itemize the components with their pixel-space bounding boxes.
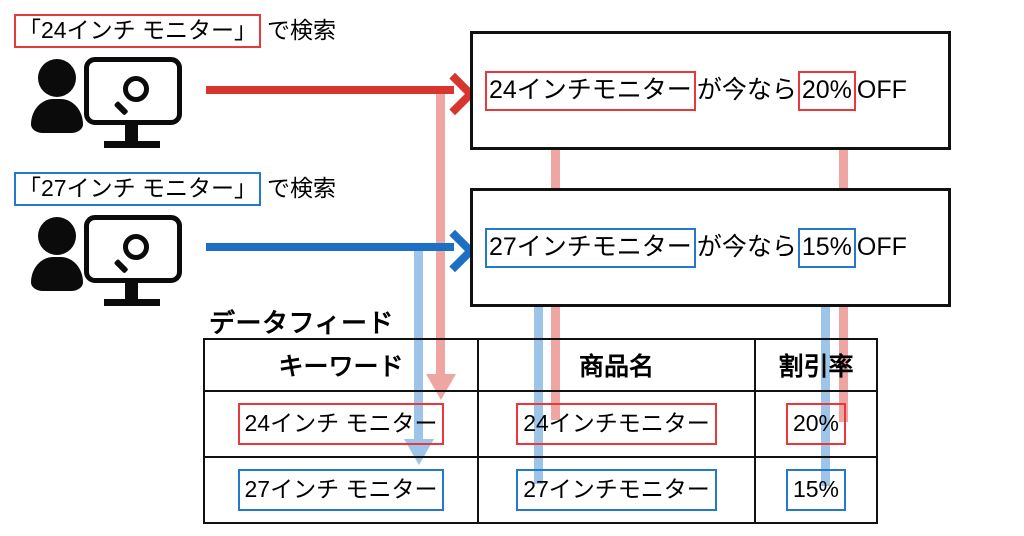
product-name-value-row-1: 24インチモニター — [516, 403, 717, 445]
arrow-query-1-to-keyword-row-1 — [436, 90, 445, 378]
search-query-text-2: 「27インチ モニター」 — [14, 172, 261, 206]
magnifier-lens-icon — [123, 76, 149, 102]
data-feed-table: キーワード 商品名 割引率 24インチ モニター 24インチモニター 20% 2… — [203, 338, 878, 524]
person-body-icon — [31, 99, 83, 133]
search-query-label-2: 「27インチ モニター」で検索 — [14, 172, 336, 206]
ad-product-highlight-1: 24インチモニター — [485, 70, 696, 111]
ad-discount-highlight-1: 20% — [797, 70, 856, 111]
monitor-icon — [84, 215, 182, 283]
search-query-suffix-2: で検索 — [266, 175, 336, 201]
search-query-label-1: 「24インチ モニター」で検索 — [14, 14, 336, 48]
ad-middle-text-1: が今なら — [696, 76, 797, 104]
person-head-icon — [38, 217, 76, 255]
column-header-discount-rate: 割引率 — [754, 338, 878, 392]
search-query-suffix-1: で検索 — [266, 17, 336, 43]
ad-discount-highlight-2: 15% — [797, 227, 856, 268]
keyword-value-row-1: 24インチ モニター — [237, 403, 445, 445]
monitor-stand-base-icon — [104, 299, 160, 306]
ad-middle-text-2: が今なら — [696, 233, 797, 261]
ad-tail-text-2: OFF — [856, 233, 907, 261]
cell-product-name-row-2: 27インチモニター — [477, 456, 756, 524]
data-feed-label: データフィード — [209, 308, 394, 338]
table-header-row: キーワード 商品名 割引率 — [203, 338, 878, 392]
column-header-keyword: キーワード — [203, 338, 479, 392]
discount-rate-value-row-1: 20% — [785, 403, 847, 445]
cell-discount-rate-row-1: 20% — [754, 390, 878, 458]
column-header-product-name: 商品名 — [477, 338, 756, 392]
magnifier-lens-icon — [123, 234, 149, 260]
magnifier-handle-icon — [114, 100, 129, 116]
cell-keyword-row-1: 24インチ モニター — [203, 390, 479, 458]
magnifier-handle-icon — [114, 258, 129, 274]
cell-keyword-row-2: 27インチ モニター — [203, 456, 479, 524]
table-row: 27インチ モニター 27インチモニター 15% — [203, 456, 878, 524]
ad-product-highlight-2: 27インチモニター — [485, 227, 696, 268]
table-row: 24インチ モニター 24インチモニター 20% — [203, 390, 878, 458]
person-body-icon — [31, 257, 83, 291]
search-query-text-1: 「24インチ モニター」 — [14, 14, 261, 48]
product-name-value-row-2: 27インチモニター — [516, 469, 717, 511]
keyword-value-row-2: 27インチ モニター — [237, 469, 445, 511]
arrow-search-1-to-ad-1 — [206, 86, 454, 94]
person-head-icon — [38, 59, 76, 97]
cell-discount-rate-row-2: 15% — [754, 456, 878, 524]
monitor-stand-neck-icon — [125, 283, 138, 299]
arrow-search-2-to-ad-2 — [206, 243, 454, 251]
monitor-stand-neck-icon — [125, 125, 138, 141]
discount-rate-value-row-2: 15% — [785, 469, 847, 511]
ad-tail-text-1: OFF — [856, 76, 907, 104]
monitor-icon — [84, 57, 182, 125]
monitor-stand-base-icon — [104, 141, 160, 148]
cell-product-name-row-1: 24インチモニター — [477, 390, 756, 458]
